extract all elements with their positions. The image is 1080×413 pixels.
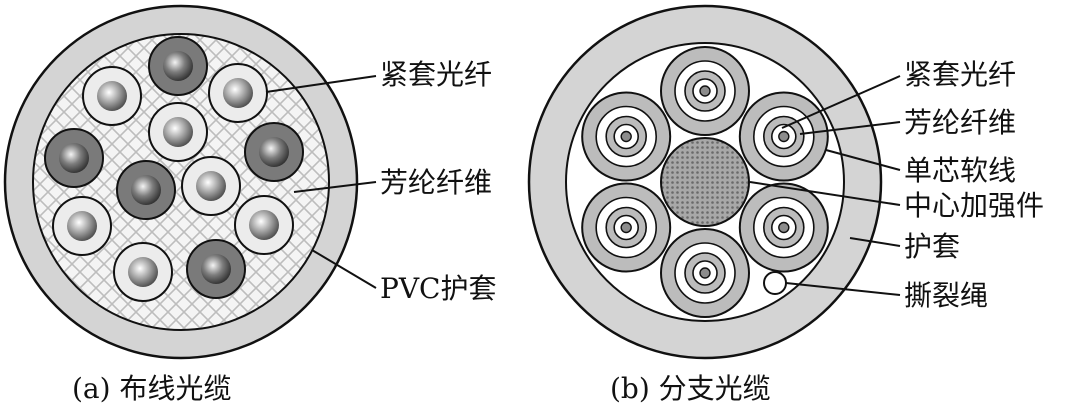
sub-cable-fiber-core [620, 221, 632, 234]
label-b-aramid: 芳纶纤维 [904, 106, 1016, 139]
leader-line-b-jacket [849, 237, 901, 247]
leader-line-b-aramid [799, 121, 901, 135]
leader-line-a-pvc [311, 249, 377, 289]
sub-cable-fiber-core [778, 221, 790, 234]
leader-line-b-ripcord [785, 282, 901, 296]
sub-cable-1 [660, 46, 750, 136]
label-b-ripcord: 撕裂绳 [904, 279, 988, 312]
fiber-core [163, 117, 193, 147]
tight-fiber-10 [234, 195, 294, 255]
tight-fiber-7 [116, 160, 176, 220]
label-a-aramid: 芳纶纤维 [380, 166, 492, 199]
label-b-sub-cable: 单芯软线 [904, 154, 1016, 187]
label-a-pvc-jacket: PVC护套 [380, 272, 497, 305]
sub-cable-4 [660, 228, 750, 318]
fiber-core [196, 171, 226, 201]
fiber-core [128, 257, 158, 287]
tight-fiber-12 [186, 239, 246, 299]
tight-fiber-6 [244, 122, 304, 182]
tight-fiber-5 [44, 128, 104, 188]
fiber-core [59, 143, 89, 173]
sub-cable-fiber-core [778, 130, 790, 143]
leader-line-b-tight-fiber [781, 75, 901, 129]
sub-cable-2 [738, 91, 829, 182]
label-b-tight-fiber: 紧套光纤 [904, 58, 1016, 91]
ripcord [763, 271, 787, 295]
tight-fiber-2 [148, 36, 208, 96]
leader-line-b-sub-cable [825, 149, 901, 171]
sub-cable-group [581, 46, 829, 318]
panel-b-breakout-cable: 紧套光纤 芳纶纤维 单芯软线 中心加强件 护套 撕裂绳 (b) 分支光缆 [527, 4, 1044, 405]
fiber-core [259, 137, 289, 167]
leader-line-b-central-member [749, 181, 901, 206]
fiber-core [223, 78, 253, 108]
label-b-central-member: 中心加强件 [904, 189, 1044, 222]
sub-cable-3 [738, 182, 829, 273]
leader-line-a-tight-fiber [265, 75, 377, 93]
fiber-core [131, 175, 161, 205]
sub-cable-5 [581, 182, 672, 273]
fiber-core [97, 81, 127, 111]
sub-cable-6 [581, 91, 672, 182]
tight-fiber-3 [208, 63, 268, 123]
sub-cable-fiber-core [620, 130, 632, 143]
leader-line-a-aramid [293, 181, 377, 193]
caption-a: (a) 布线光缆 [72, 372, 231, 405]
tight-fiber-1 [82, 66, 142, 126]
sub-cable-fiber-core [699, 85, 711, 97]
fiber-core [201, 254, 231, 284]
tight-fiber-4 [148, 102, 208, 162]
tight-buffered-fiber-group [44, 36, 304, 302]
fiber-core [67, 211, 97, 241]
tight-fiber-8 [181, 156, 241, 216]
label-b-jacket: 护套 [904, 230, 960, 263]
panel-a-distribution-cable: 紧套光纤 芳纶纤维 PVC护套 (a) 布线光缆 [3, 4, 497, 405]
sub-cable-fiber-core [699, 267, 711, 279]
fiber-core [249, 210, 279, 240]
central-strength-member [660, 137, 750, 227]
fiber-core [163, 51, 193, 81]
label-a-tight-fiber: 紧套光纤 [380, 58, 492, 91]
tight-fiber-9 [52, 196, 112, 256]
tight-fiber-11 [113, 242, 173, 302]
caption-b: (b) 分支光缆 [610, 372, 771, 405]
